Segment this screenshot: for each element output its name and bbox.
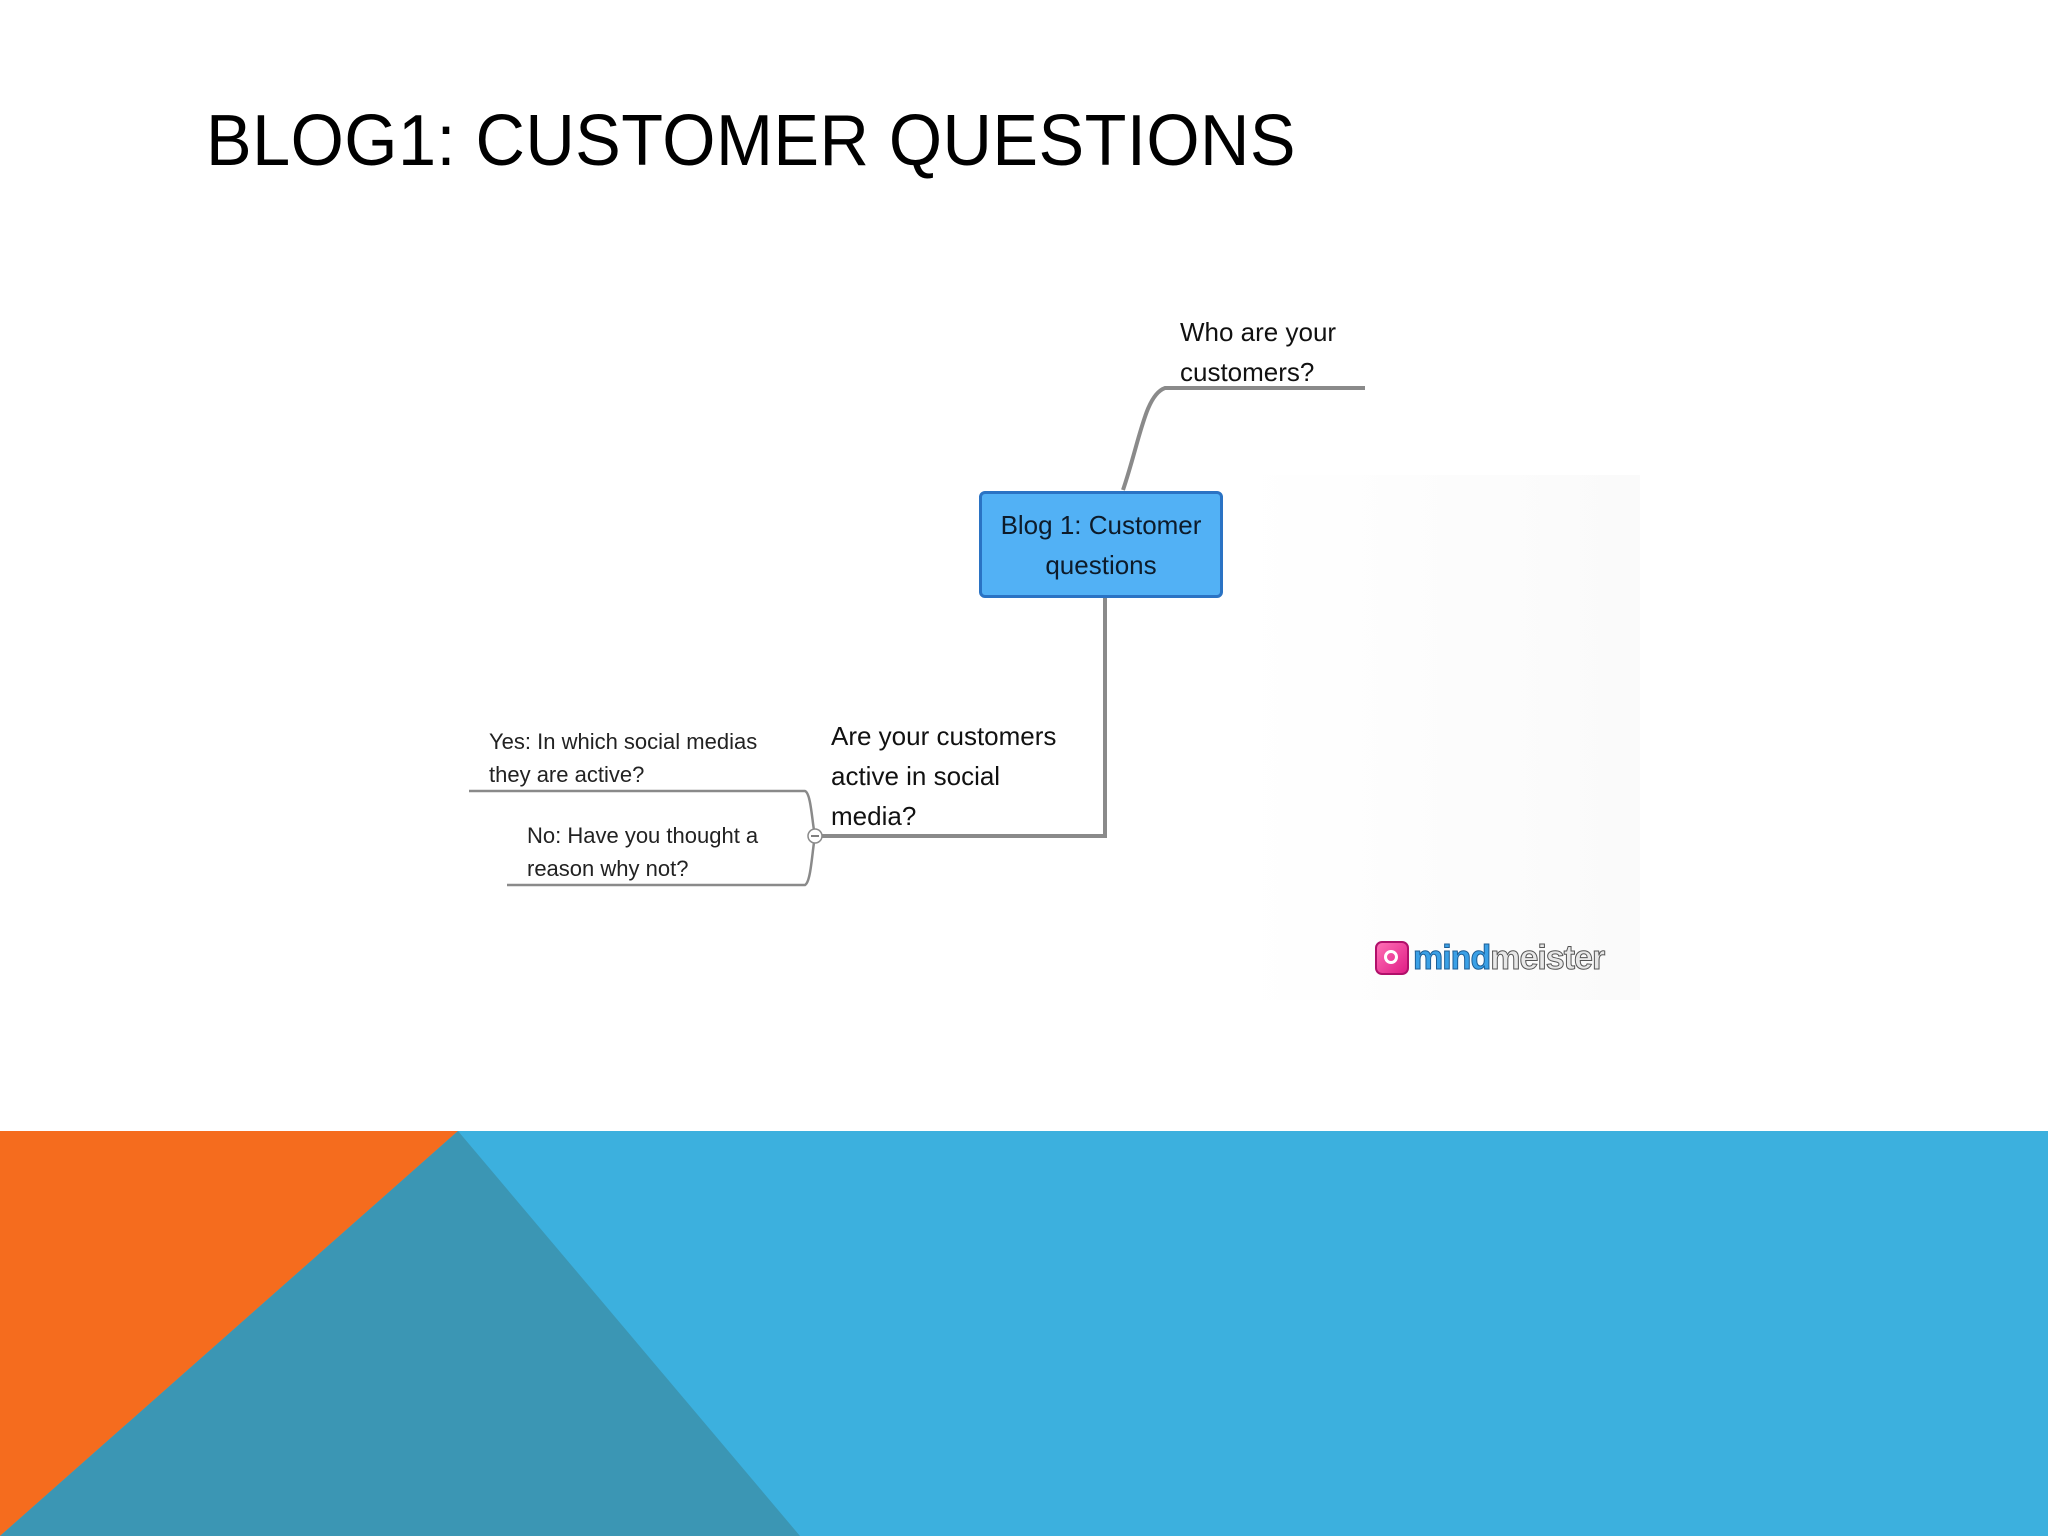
- map-panel: [1240, 475, 1640, 1000]
- logo-text-meister: meister: [1490, 938, 1606, 977]
- slide-title: BLOG1: CUSTOMER QUESTIONS: [206, 101, 1297, 181]
- decorative-footer: [0, 1131, 2048, 1536]
- connectors: [469, 386, 1365, 887]
- footer-teal-triangle: [0, 1131, 800, 1536]
- connector-who: [1121, 386, 1365, 491]
- connector-social: [815, 598, 1107, 838]
- node-active-in-social-media[interactable]: Are your customers active in social medi…: [831, 721, 1057, 831]
- mindmeister-icon: [1375, 941, 1409, 975]
- logo-text-mind: mind: [1412, 938, 1491, 977]
- central-node[interactable]: Blog 1: Customer questions: [979, 491, 1223, 598]
- node-who-are-your-customers[interactable]: Who are your customers?: [1180, 317, 1337, 387]
- node-no-reason-why-not[interactable]: No: Have you thought a reason why not?: [527, 823, 759, 881]
- node-yes-which-social-medias[interactable]: Yes: In which social medias they are act…: [489, 729, 758, 787]
- mind-map: Blog 1: Customer questions Who are your …: [455, 300, 1640, 1000]
